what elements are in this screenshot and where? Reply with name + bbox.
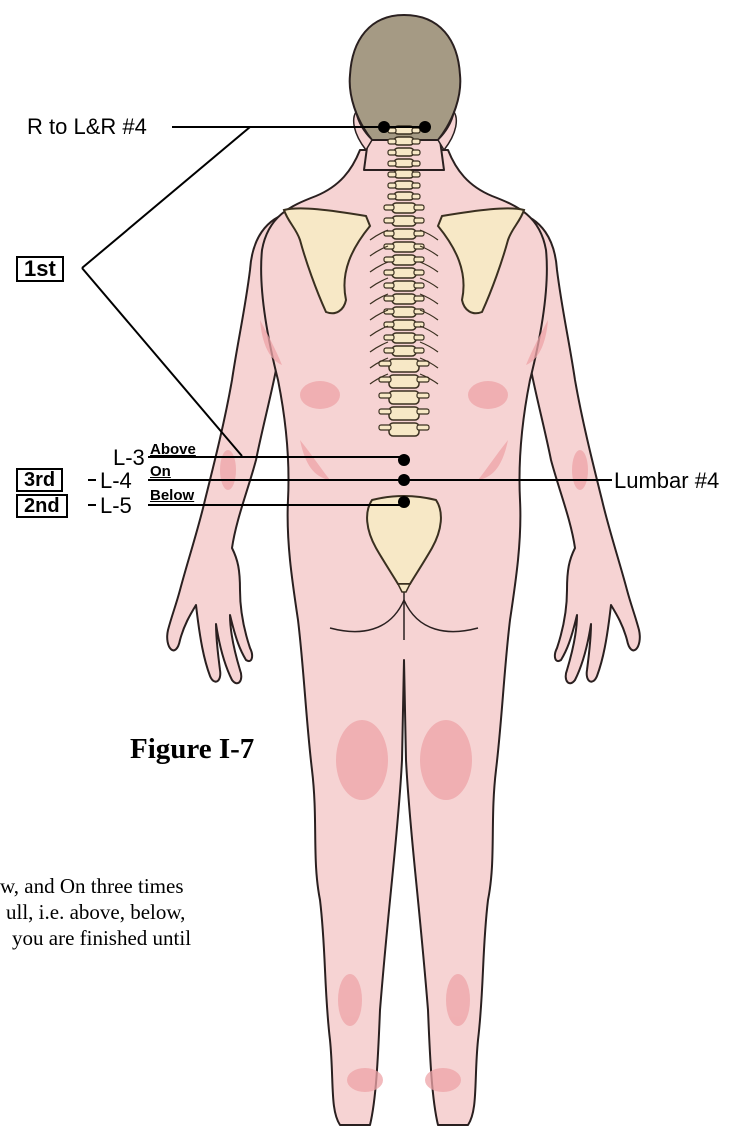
vertebra <box>394 170 414 178</box>
vertebra-process <box>414 218 424 223</box>
top-callout-label: R to L&R #4 <box>27 114 147 140</box>
vertebra-process <box>379 425 391 430</box>
vertebra-process <box>412 150 420 155</box>
vertebra <box>389 359 419 372</box>
vertebra <box>394 181 414 189</box>
vertebra <box>392 307 416 317</box>
vertebra-process <box>412 139 420 144</box>
first-callout-line-up <box>82 127 250 268</box>
caption-line-3: you are finished until <box>0 925 191 951</box>
vertebra <box>392 242 416 252</box>
vertebra <box>392 229 416 239</box>
vertebra-process <box>384 218 394 223</box>
vertebra-process <box>384 270 394 275</box>
vertebra <box>392 346 416 356</box>
vertebra-process <box>414 257 424 262</box>
vertebra-process <box>388 139 396 144</box>
third-badge: 3rd <box>16 468 63 492</box>
vertebra-process <box>414 205 424 210</box>
vertebra-process <box>384 205 394 210</box>
vertebra-process <box>414 283 424 288</box>
vertebra-process <box>379 393 391 398</box>
vertebra-process <box>388 183 396 188</box>
vertebra <box>394 159 414 167</box>
vertebra <box>392 281 416 291</box>
vertebra <box>392 255 416 265</box>
caption-text: w, and On three times ull, i.e. above, b… <box>0 873 191 951</box>
vertebra-process <box>384 257 394 262</box>
vertebra <box>392 333 416 343</box>
vertebra-process <box>412 128 420 133</box>
vertebra <box>392 294 416 304</box>
vertebra-process <box>414 296 424 301</box>
vertebra-process <box>412 172 420 177</box>
vertebra-process <box>388 150 396 155</box>
vertebra-process <box>412 161 420 166</box>
vertebra-process <box>384 231 394 236</box>
vertebra-process <box>379 409 391 414</box>
vertebra <box>389 423 419 436</box>
caption-line-2: ull, i.e. above, below, <box>0 899 191 925</box>
dot-skull-right <box>419 121 431 133</box>
vertebra-process <box>388 172 396 177</box>
vertebra-process <box>417 393 429 398</box>
vertebra <box>389 375 419 388</box>
vertebra-process <box>414 231 424 236</box>
vertebra-process <box>417 409 429 414</box>
vertebra <box>394 192 414 200</box>
first-badge: 1st <box>16 256 64 282</box>
vertebra-process <box>384 283 394 288</box>
vertebra-process <box>384 335 394 340</box>
vertebra <box>389 391 419 404</box>
vertebra <box>389 407 419 420</box>
first-callout-line-down <box>82 268 242 456</box>
on-label: On <box>150 463 171 480</box>
vertebra <box>392 320 416 330</box>
vertebra <box>394 148 414 156</box>
hair <box>350 15 461 140</box>
vertebra-process <box>412 183 420 188</box>
below-label: Below <box>150 487 194 504</box>
above-label: Above <box>150 441 196 458</box>
l5-label: L-5 <box>100 493 132 519</box>
vertebra-process <box>412 194 420 199</box>
vertebra-process <box>384 296 394 301</box>
vertebra <box>392 203 416 213</box>
vertebra-process <box>384 348 394 353</box>
dot-skull-left <box>378 121 390 133</box>
vertebra <box>392 216 416 226</box>
dot-l4 <box>398 474 410 486</box>
vertebra-process <box>414 348 424 353</box>
caption-line-1: w, and On three times <box>0 873 191 899</box>
vertebra-process <box>384 322 394 327</box>
vertebra-process <box>388 161 396 166</box>
dot-l3 <box>398 454 410 466</box>
vertebra-process <box>388 194 396 199</box>
vertebra <box>394 137 414 145</box>
vertebra-process <box>417 425 429 430</box>
figure-title: Figure I-7 <box>130 733 254 766</box>
vertebra-process <box>414 322 424 327</box>
vertebra-process <box>414 270 424 275</box>
l4-label: L-4 <box>100 468 132 494</box>
dot-l5 <box>398 496 410 508</box>
vertebra-process <box>414 335 424 340</box>
vertebra <box>392 268 416 278</box>
second-badge: 2nd <box>16 494 68 518</box>
lumbar-label: Lumbar #4 <box>614 468 719 494</box>
